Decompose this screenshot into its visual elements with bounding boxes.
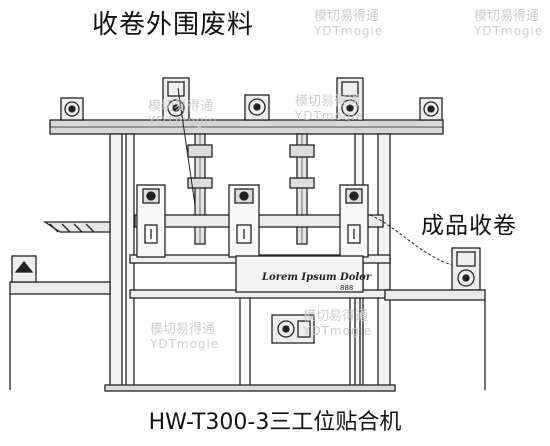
machine-caption: HW-T300-3三工位贴合机	[148, 410, 402, 435]
vertical-rods	[187, 133, 315, 245]
feed-conveyor	[9, 221, 111, 390]
lower-motor	[271, 314, 315, 344]
waste-leader	[177, 87, 196, 206]
plate-text: Lorem Ipsum Dolor	[261, 272, 372, 283]
product-rewind-label: 成品收卷	[421, 213, 517, 239]
plate-small-text: 888	[340, 284, 353, 292]
top-rollers	[60, 77, 443, 121]
waste-rewind-label: 收卷外围废料	[92, 10, 255, 40]
product-leader	[369, 214, 453, 266]
name-plate	[235, 255, 364, 293]
base	[104, 384, 396, 392]
die-stations	[136, 184, 369, 258]
output-rewinder	[451, 247, 481, 291]
